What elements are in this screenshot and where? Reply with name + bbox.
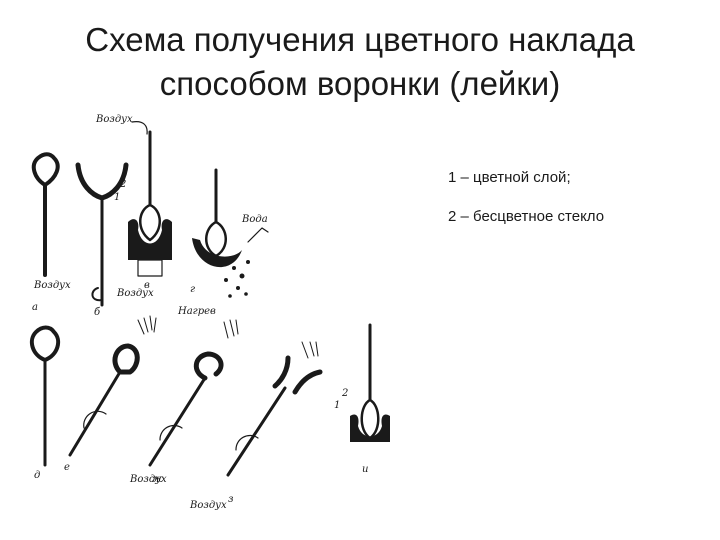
stage-a-pipe — [31, 152, 60, 277]
label-air-top: Воздух — [95, 114, 133, 125]
stage-i-mold — [350, 323, 390, 442]
letter-v: в — [144, 280, 150, 291]
legend-item-clear-glass: 2 – бесцветное стекло — [448, 208, 605, 225]
num-2-top: 2 — [119, 179, 126, 190]
stage-v-mold: Воздух — [95, 114, 172, 277]
letter-z: з — [228, 494, 233, 505]
letter-b: б — [94, 307, 101, 318]
stage-g-cooling: Вода — [192, 168, 269, 298]
legend: 1 – цветной слой; 2 – бесцветное стекло — [448, 168, 604, 246]
letter-e: е — [64, 462, 70, 473]
num-1-bottom: 1 — [334, 400, 340, 411]
title-line-2: способом воронки (лейки) — [159, 65, 561, 102]
label-air-a: Воздух — [33, 280, 71, 291]
label-air-zh: Воздух — [129, 474, 167, 485]
slide-title: Схема получения цветного наклада способо… — [0, 18, 720, 106]
label-air-b: Воздух — [116, 288, 154, 299]
stage-d-pipe — [29, 325, 61, 467]
stage-b-funnel-pipe — [75, 162, 129, 307]
num-1-top: 1 — [114, 192, 120, 203]
stage-zh-pipe — [148, 319, 239, 467]
letter-zh: ж — [152, 474, 164, 485]
letter-d: д — [34, 470, 40, 481]
stage-z-pipe — [226, 341, 323, 477]
title-line-1: Схема получения цветного наклада — [85, 21, 635, 58]
num-2-bottom: 2 — [341, 388, 348, 399]
label-water: Вода — [241, 214, 268, 225]
letter-a: а — [32, 302, 38, 313]
letter-i: и — [362, 464, 368, 475]
stage-e-pipe — [68, 315, 157, 457]
letter-g: г — [190, 284, 195, 295]
label-air-z: Воздух — [189, 500, 227, 511]
label-heating: Нагрев — [177, 306, 216, 317]
legend-item-colored-layer: 1 – цветной слой; — [448, 169, 571, 186]
funnel-method-diagram: Воздух а 2 1 Воздух б Воздух в Вода г На… — [29, 114, 390, 511]
